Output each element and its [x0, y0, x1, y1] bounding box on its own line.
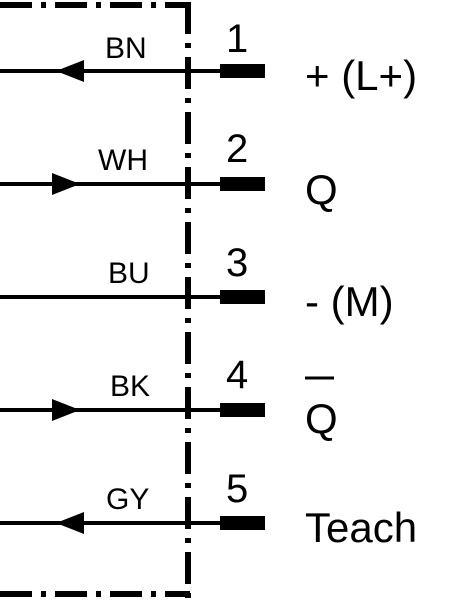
pin-row-2: WH 2 Q: [0, 127, 338, 213]
pin-number-1: 1: [226, 17, 248, 61]
pin-label-2: Q: [305, 166, 338, 213]
pin-row-5: GY 5 Teach: [0, 467, 417, 551]
pin-label-3: - (M): [305, 278, 394, 325]
pin-row-3: BU 3 - (M): [0, 241, 394, 325]
terminal-1: [220, 64, 265, 78]
wire-code-2: WH: [98, 144, 148, 177]
pin-number-2: 2: [226, 127, 248, 171]
arrow-left-icon: [56, 512, 84, 534]
arrow-right-icon: [52, 399, 80, 421]
pin-label-4: Q: [305, 395, 338, 442]
wire-code-1: BN: [105, 32, 147, 65]
terminal-5: [220, 516, 265, 530]
pin-label-1: + (L+): [305, 52, 417, 99]
arrow-right-icon: [52, 173, 80, 195]
terminal-2: [220, 177, 265, 191]
pin-row-1: BN 1 + (L+): [0, 17, 417, 99]
arrow-left-icon: [56, 60, 84, 82]
pin-number-5: 5: [226, 467, 248, 511]
pin-number-3: 3: [226, 241, 248, 285]
housing-boundary: [0, 2, 191, 598]
pin-number-4: 4: [226, 353, 248, 397]
pin-label-5: Teach: [305, 504, 417, 551]
terminal-4: [220, 403, 265, 417]
wire-code-4: BK: [110, 370, 150, 403]
wire-code-5: GY: [106, 483, 149, 516]
terminal-3: [220, 290, 265, 304]
wire-code-3: BU: [108, 257, 150, 290]
pin-row-4: BK 4 Q: [0, 353, 338, 442]
